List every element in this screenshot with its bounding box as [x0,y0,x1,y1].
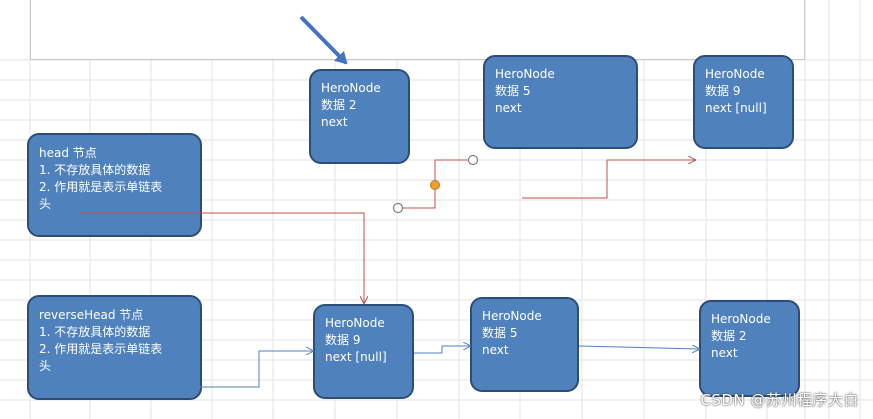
reverse-head-title: reverseHead 节点 [39,308,144,322]
head-desc-1: 1. 不存放具体的数据 [39,163,151,177]
node-data: 数据 2 [711,329,747,343]
head-desc-3: 头 [39,197,52,211]
reverse-head-desc-2: 2. 作用就是表示单链表 [39,342,163,356]
node-next: next [321,115,348,129]
bottom-hero-node-1: HeroNode 数据 9 next [null] [313,304,414,399]
watermark-text: CSDN @苏州程序大白 [700,391,859,409]
top-hero-node-2: HeroNode 数据 5 next [483,55,638,149]
reverse-head-node-box: reverseHead 节点 1. 不存放具体的数据 2. 作用就是表示单链表 … [27,295,202,400]
node-next: next [null] [325,350,387,364]
node-data: 数据 9 [325,333,361,347]
node-name: HeroNode [495,67,555,81]
reverse-head-desc-1: 1. 不存放具体的数据 [39,325,151,339]
top-hero-node-1: HeroNode 数据 2 next [309,69,410,164]
top-blank-box [30,0,805,60]
reverse-head-desc-3: 头 [39,359,52,373]
head-desc-2: 2. 作用就是表示单链表 [39,180,163,194]
node-next: next [null] [705,101,767,115]
node-data: 数据 9 [705,84,741,98]
node-data: 数据 5 [482,326,518,340]
node-name: HeroNode [325,316,385,330]
head-title: head 节点 [39,146,97,160]
top-hero-node-3: HeroNode 数据 9 next [null] [693,55,794,149]
node-name: HeroNode [711,312,771,326]
node-name: HeroNode [482,309,542,323]
node-next: next [495,101,522,115]
node-next: next [482,343,509,357]
bottom-hero-node-2: HeroNode 数据 5 next [470,297,579,392]
bottom-hero-node-3: HeroNode 数据 2 next [699,300,800,397]
node-name: HeroNode [705,67,765,81]
node-next: next [711,346,738,360]
head-node-box: head 节点 1. 不存放具体的数据 2. 作用就是表示单链表 头 [27,133,202,237]
node-data: 数据 2 [321,98,357,112]
node-data: 数据 5 [495,84,531,98]
node-name: HeroNode [321,81,381,95]
